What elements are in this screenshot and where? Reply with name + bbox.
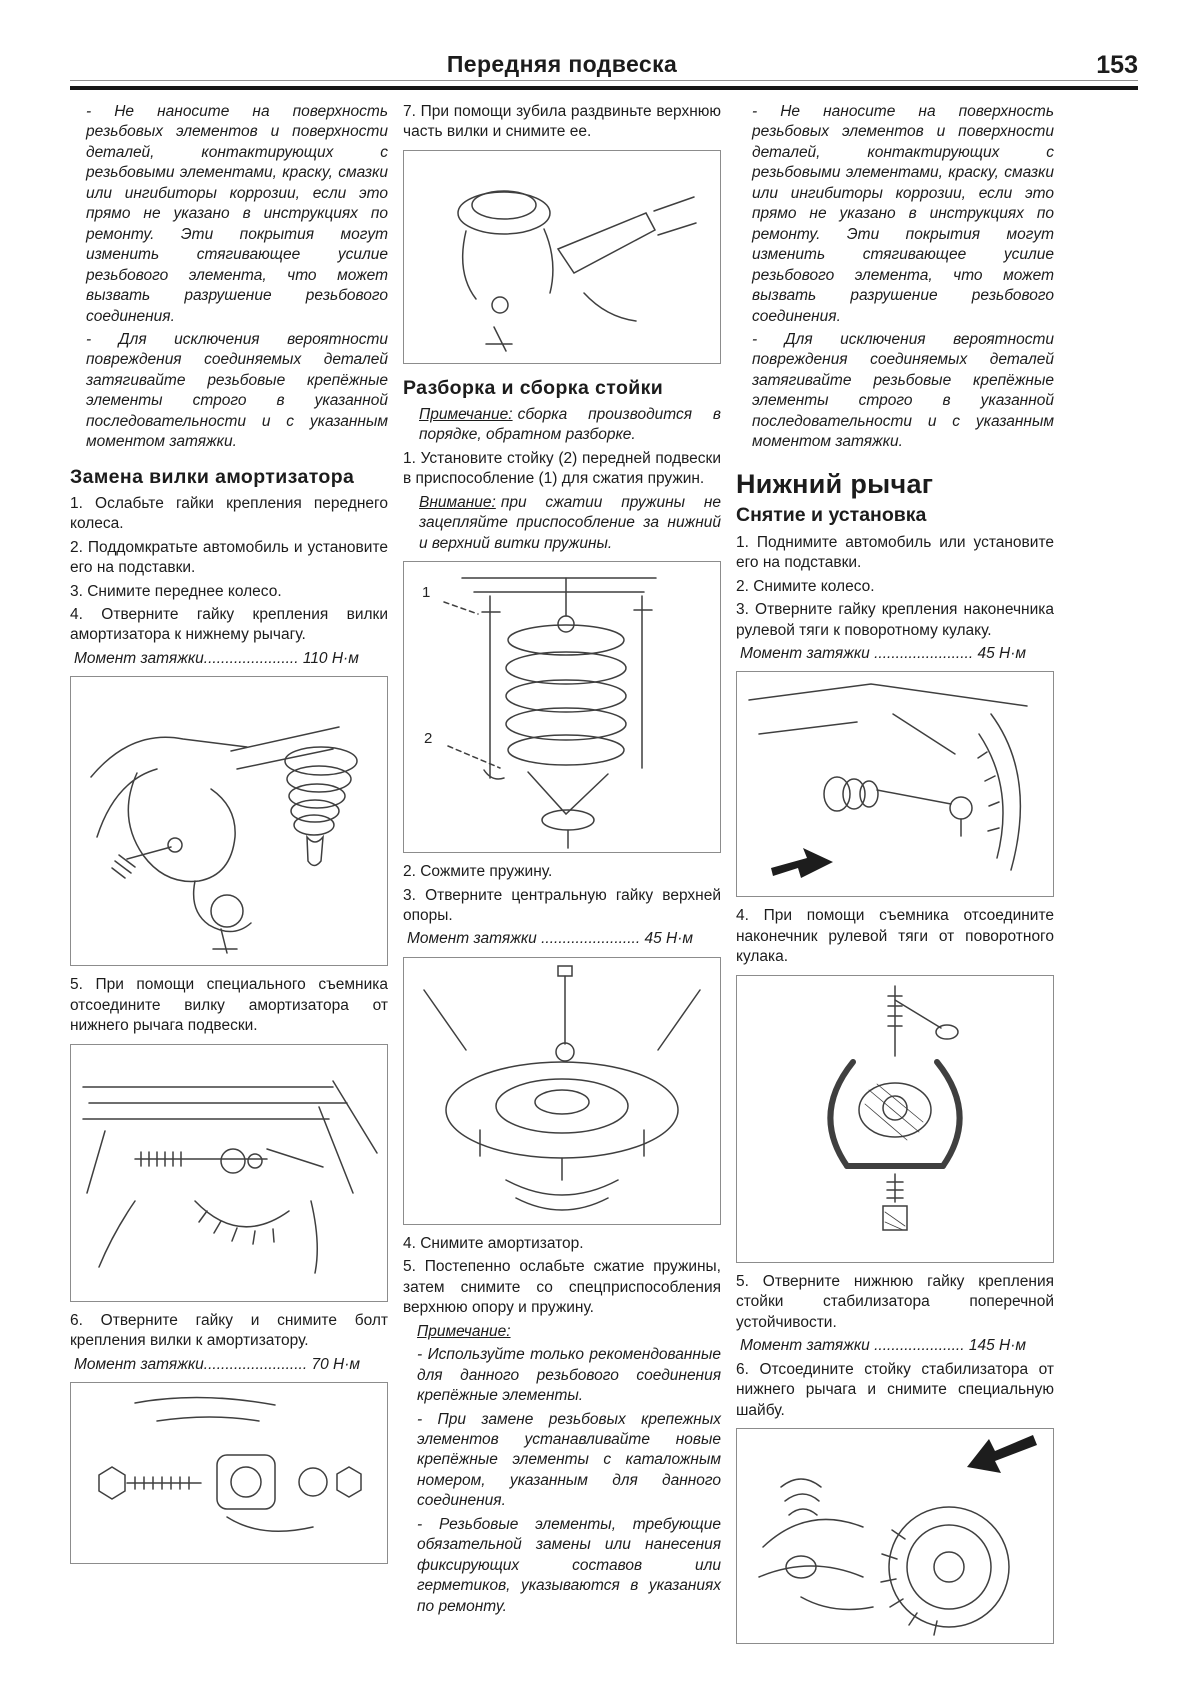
step: 6. Отсоедините стойку стабилизатора от н… (736, 1360, 1054, 1419)
step: 6. Отверните гайку и снимите болт крепле… (70, 1311, 388, 1350)
torque-spec: Момент затяжки........................ 7… (74, 1355, 360, 1373)
figure-strut-spring-compressor: 1 2 (403, 561, 721, 854)
step: 5. Постепенно ослабьте сжатие пружины, з… (403, 1258, 721, 1317)
caution-note: - Для исключения вероятности повреждения… (752, 330, 1054, 451)
caution-note: - Для исключения вероятности повреждения… (86, 330, 388, 451)
page-title: Передняя подвеска (446, 51, 678, 77)
technical-drawing (71, 1045, 387, 1301)
notes-block: Примечание: - Используйте только рекомен… (403, 1322, 721, 1617)
step: 5. Отверните нижнюю гайку крепления стой… (736, 1272, 1054, 1331)
page-number: 153 (1096, 51, 1138, 79)
warning-label: Внимание: (419, 493, 496, 511)
manual-page: Передняя подвеска 153 - Не наносите на п… (70, 24, 1138, 1653)
caution-note: - Не наносите на поверхность резьбовых э… (752, 103, 1054, 325)
torque-spec: Момент затяжки...................... 110… (74, 649, 359, 667)
figure-tie-rod-end-puller (736, 974, 1054, 1263)
torque-spec: Момент затяжки ....................... 4… (407, 930, 693, 948)
column-right: - Не наносите на поверхность резьбовых э… (736, 102, 1054, 1653)
note-bullet: - Используйте только рекомендованные для… (417, 1346, 721, 1405)
technical-drawing (404, 151, 720, 363)
figure-strut-top-mount-nut (403, 956, 721, 1225)
technical-drawing (71, 677, 387, 965)
technical-drawing (404, 958, 720, 1224)
step: 2. Поддомкратьте автомобиль и установите… (70, 538, 388, 577)
notes-label-line: Примечание: (403, 1322, 721, 1342)
caution-note: - Не наносите на поверхность резьбовых э… (86, 103, 388, 325)
page-header: Передняя подвеска 153 (70, 24, 1138, 90)
note-label: Примечание: (417, 1322, 511, 1340)
section-heading: Разборка и сборка стойки (403, 376, 664, 399)
technical-drawing (737, 1434, 1037, 1643)
column-left: - Не наносите на поверхность резьбовых э… (70, 102, 388, 1653)
step: 4. Снимите амортизатор. (403, 1234, 584, 1252)
note-bullet: - Резьбовые элементы, требующие обязател… (417, 1515, 721, 1615)
technical-drawing (71, 1383, 387, 1563)
figure-tie-rod-underbody (736, 671, 1054, 898)
section-heading: Замена вилки амортизатора (70, 465, 355, 488)
warning-text: при сжатии пружины не зацепляйте приспос… (419, 493, 721, 552)
content-columns: - Не наносите на поверхность резьбовых э… (70, 102, 1054, 1653)
procedure-note: Примечание:сборка производится в порядке… (403, 405, 721, 446)
step: 2. Сожмите пружину. (403, 863, 553, 881)
note-bullet: - При замене резьбовых крепежных элемент… (417, 1410, 721, 1510)
step: 4. При помощи съемника отсоедините након… (736, 907, 1054, 966)
figure-stabilizer-link-brake-disc (736, 1427, 1054, 1644)
step: 5. При помощи специального съемника отсо… (70, 976, 388, 1035)
step: 4. Отверните гайку крепления вилки аморт… (70, 605, 388, 644)
figure-callout-2: 2 (424, 730, 433, 748)
step: 3. Отверните гайку крепления наконечника… (736, 601, 1054, 639)
torque-spec: Момент затяжки ..................... 145… (740, 1337, 1026, 1355)
step: 3. Снимите переднее колесо. (70, 582, 282, 600)
step: 2. Снимите колесо. (736, 577, 875, 595)
figure-fork-bolt-exploded (70, 1382, 388, 1565)
subsection-heading: Снятие и установка (736, 503, 927, 526)
figure-callout-1: 1 (422, 584, 431, 602)
technical-drawing (737, 672, 1053, 879)
warning-note: Внимание:при сжатии пружины не зацепляйт… (403, 493, 721, 554)
step: 7. При помощи зубила раздвиньте верхнюю … (403, 103, 721, 141)
chapter-heading: Нижний рычаг (736, 468, 934, 499)
note-label: Примечание: (419, 405, 513, 423)
step: 1. Установите стойку (2) передней подвес… (403, 449, 721, 488)
step: 1. Ослабьте гайки крепления переднего ко… (70, 494, 388, 533)
column-middle: 7. При помощи зубила раздвиньте верхнюю … (403, 102, 721, 1653)
technical-drawing (737, 976, 1053, 1262)
step: 3. Отверните центральную гайку верхней о… (403, 886, 721, 924)
step: 1. Поднимите автомобиль или установите е… (736, 533, 1054, 572)
figure-underbody-puller (70, 1043, 388, 1302)
figure-chisel-fork-split (403, 149, 721, 364)
note-text: сборка производится в порядке, обратном … (419, 405, 721, 444)
figure-shock-fork-boot (70, 676, 388, 967)
technical-drawing (404, 562, 720, 852)
torque-spec: Момент затяжки ....................... 4… (740, 644, 1026, 662)
